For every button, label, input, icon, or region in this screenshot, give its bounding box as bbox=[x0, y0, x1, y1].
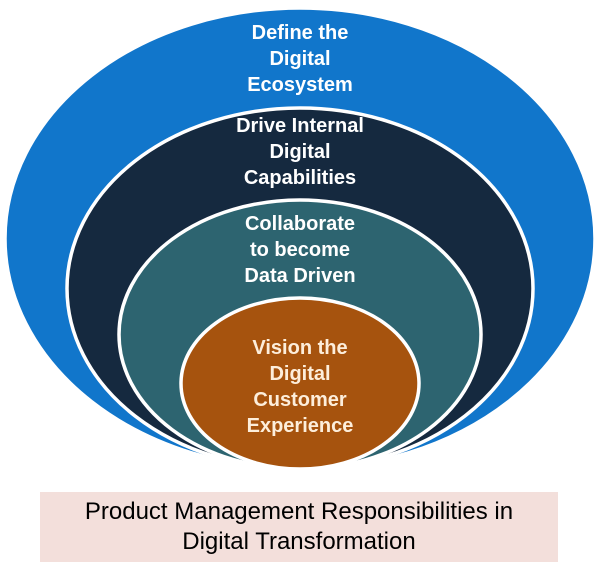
onion-diagram bbox=[3, 6, 597, 471]
ring-label-vision-customer-experience: Vision the Digital Customer Experience bbox=[246, 337, 354, 437]
ring-label-define-digital-ecosystem: Define the Digital Ecosystem bbox=[247, 22, 353, 96]
ring-label-collaborate-data-driven: Collaborate to become Data Driven bbox=[244, 213, 356, 287]
caption-text: Product Management Responsibilities in D… bbox=[84, 498, 514, 555]
ring-ellipse-vision-customer-experience bbox=[179, 296, 421, 471]
caption-box: Product Management Responsibilities in D… bbox=[40, 492, 558, 562]
ring-label-drive-internal-digital-capabilities: Drive Internal Digital Capabilities bbox=[236, 115, 364, 189]
